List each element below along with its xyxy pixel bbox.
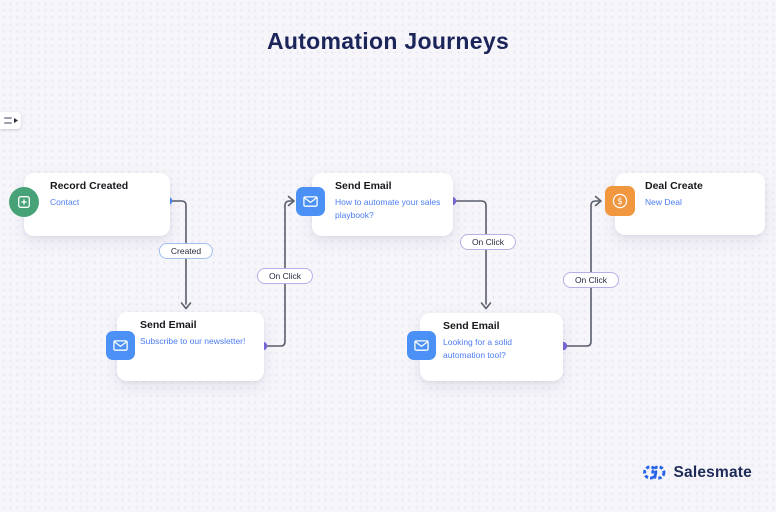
svg-text:$: $ [617,197,623,207]
node-send-email-playbook[interactable]: Send Email How to automate your sales pl… [296,173,453,236]
edge-label-on-click[interactable]: On Click [256,268,314,284]
node-deal-create[interactable]: $ Deal Create New Deal [605,173,765,235]
menu-lines-icon [4,117,12,119]
edge-record-created-to-newsletter [167,200,187,305]
node-subtitle[interactable]: Contact [50,197,80,207]
brand-logo: Salesmate [641,463,753,482]
node-subtitle[interactable]: How to automate your sales playbook? [335,197,441,220]
node-send-email-tool[interactable]: Send Email Looking for a solid automatio… [407,313,563,381]
node-record-created[interactable]: Record Created Contact [9,173,170,236]
dollar-icon: $ [605,186,635,216]
menu-lines-icon [4,122,12,124]
envelope-icon [106,331,135,360]
envelope-icon [407,331,436,360]
edge-playbook-to-tool [451,200,487,305]
node-title: Record Created [50,180,129,192]
arrowhead-right-icon [287,195,295,207]
arrowhead-down-icon [180,302,192,310]
envelope-icon [296,187,325,216]
page-title: Automation Journeys [266,28,510,54]
canvas-menu-handle[interactable] [0,112,21,129]
node-title: Send Email [140,319,197,331]
edge-label-on-click[interactable]: On Click [459,234,517,250]
node-subtitle[interactable]: Subscribe to our newsletter! [140,336,246,346]
node-title: Deal Create [645,180,703,192]
arrowhead-down-icon [480,302,492,310]
arrowhead-right-icon [594,195,602,207]
cursor-icon [14,118,18,123]
record-plus-icon [9,187,39,217]
node-subtitle[interactable]: New Deal [645,197,682,207]
node-subtitle[interactable]: Looking for a solid automation tool? [443,337,512,360]
brand-name: Salesmate [673,463,752,481]
node-title: Send Email [335,180,392,192]
edge-label-created[interactable]: Created [158,243,214,259]
salesmate-rings-icon [642,465,665,480]
edge-label-on-click[interactable]: On Click [562,272,620,288]
node-send-email-newsletter[interactable]: Send Email Subscribe to our newsletter! [106,312,264,381]
node-title: Send Email [443,320,500,332]
